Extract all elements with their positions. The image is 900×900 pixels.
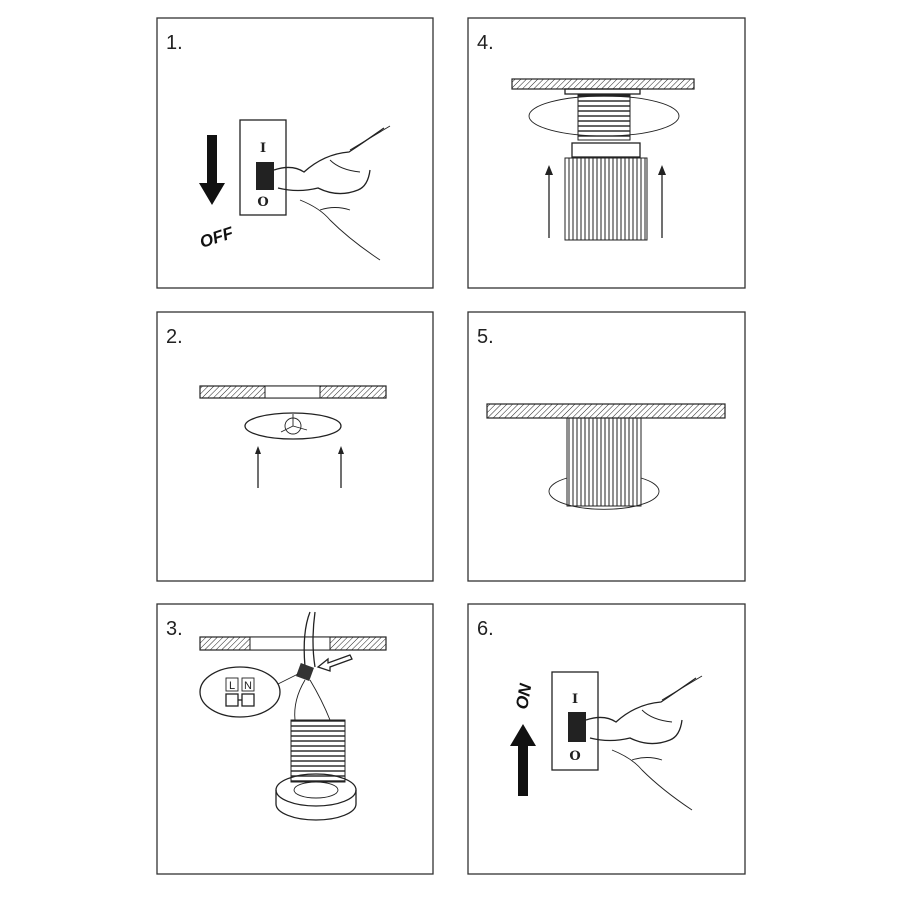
arrow-up-icon [545, 165, 666, 238]
arrow-up-icon [255, 446, 344, 488]
step-number: 5. [477, 326, 494, 348]
step-number: 6. [477, 618, 494, 640]
step-6-panel: 6. I O ON [467, 603, 746, 875]
terminal-l: L [229, 680, 235, 692]
step-4-panel: 4. [467, 17, 746, 289]
hand-icon [273, 125, 391, 261]
step-number: 3. [166, 618, 183, 640]
lamp-body [564, 157, 648, 241]
ceiling [486, 403, 726, 419]
lamp-body [566, 417, 642, 507]
step-3-panel: 3. L N [156, 603, 434, 875]
step-number: 4. [477, 32, 494, 54]
wall-switch: I O [551, 671, 599, 771]
arrow-icon [316, 654, 353, 672]
step-2-panel: 2. [156, 311, 434, 582]
mounting-plate [244, 412, 342, 440]
on-label: ON [512, 682, 535, 711]
switch-on-mark: I [572, 692, 578, 707]
wires [303, 611, 316, 668]
spring-icon [577, 94, 631, 141]
rotate-arrow-icon [548, 477, 660, 510]
step-number: 1. [166, 32, 183, 54]
switch-off-mark: O [569, 749, 580, 764]
lamp-base [275, 773, 357, 821]
switch-off-mark: O [257, 195, 268, 210]
step-number: 2. [166, 326, 183, 348]
arrow-down-icon [199, 135, 225, 205]
rotate-arrow-icon [528, 95, 680, 137]
connector [296, 663, 314, 681]
ceiling [511, 78, 695, 90]
step-1-panel: 1. I O OFF [156, 17, 434, 289]
arrow-up-icon [510, 724, 536, 796]
spring-icon [290, 719, 346, 783]
switch-on-mark: I [260, 141, 266, 156]
step-5-panel: 5. [467, 311, 746, 582]
terminal-n: N [244, 680, 252, 692]
hand-icon [585, 675, 703, 811]
terminal-bubble: L N [199, 666, 299, 718]
